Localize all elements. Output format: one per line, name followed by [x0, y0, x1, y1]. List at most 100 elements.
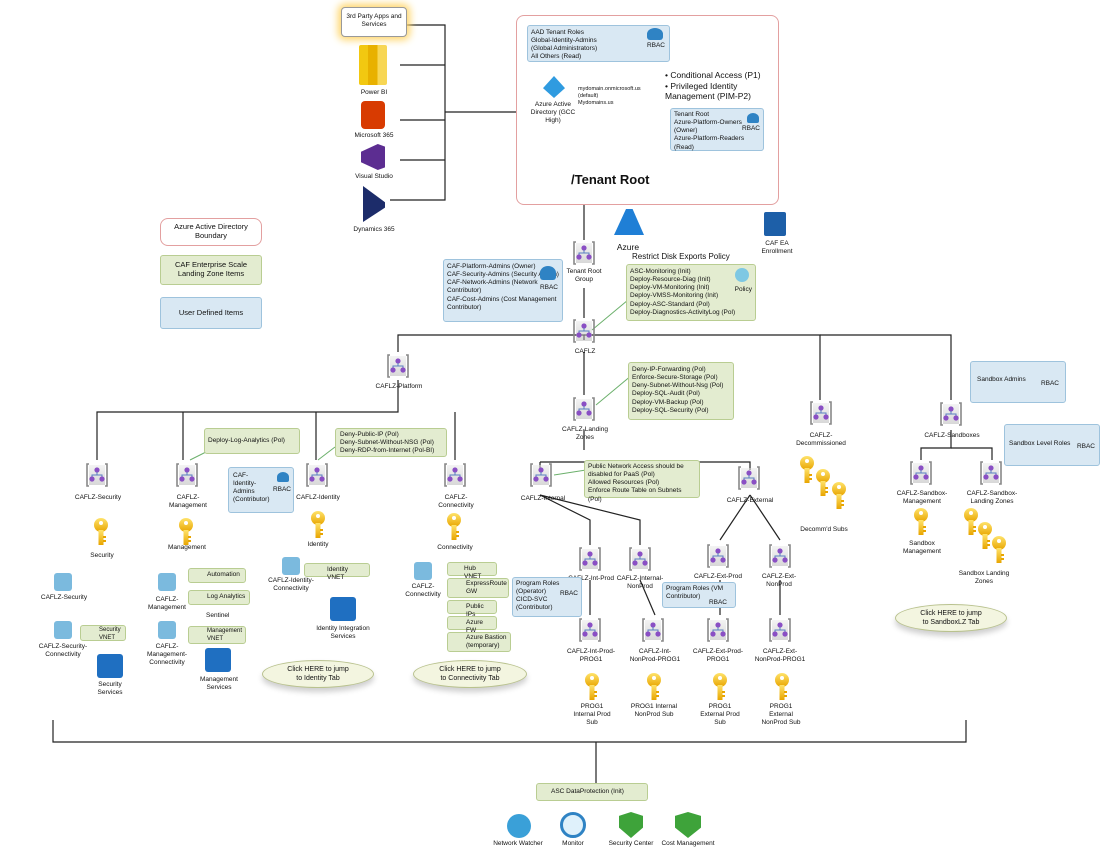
- decom-sub-key-icon[interactable]: [814, 468, 832, 498]
- ext-nonprod-prog-icon[interactable]: [769, 617, 791, 643]
- sb-lz-sub-label: Sandbox Landing Zones: [958, 570, 1010, 585]
- tr-role-2: (Owner): [674, 127, 698, 135]
- aad-role-3: All Others (Read): [531, 53, 582, 61]
- prog-role-3: CICD-SVC: [516, 596, 548, 604]
- prog-rbac-label: RBAC: [559, 590, 578, 597]
- prog-role-2: (Operator): [516, 588, 546, 596]
- internal-label: CAFLZ-Internal: [520, 495, 566, 502]
- users-icon: [277, 472, 289, 482]
- int-prod-sub-label: PROG1 Internal Prod Sub: [573, 703, 611, 726]
- trg-role-4: CAF-Cost-Admins (Cost Management Contrib…: [447, 295, 557, 311]
- cost-management-label: Cost Management: [661, 840, 715, 847]
- ext-nonprod-sub-key-icon[interactable]: [773, 672, 791, 702]
- decommissioned-icon[interactable]: [810, 400, 832, 426]
- trg-role-2: CAF-Security-Admins (Security Admin): [447, 271, 559, 279]
- sandbox-tab-link[interactable]: Click HERE to jump to SandboxLZ Tab: [895, 604, 1007, 632]
- identity-link-line-2: to Identity Tab: [296, 675, 340, 683]
- legend-caf-items: CAF Enterprise Scale Landing Zone Items: [160, 255, 262, 285]
- caflz-label: CAFLZ: [574, 348, 596, 355]
- security-mg-icon[interactable]: [86, 462, 108, 488]
- prog-role-4: (Contributor): [516, 604, 553, 612]
- connectivity-sub-label: Connectivity: [437, 544, 473, 551]
- users-icon: [540, 266, 556, 280]
- external-mg-icon[interactable]: [738, 465, 760, 491]
- connectivity-tab-link[interactable]: Click HERE to jump to Connectivity Tab: [413, 660, 527, 688]
- feature-pim: • Privileged Identity Management (PIM-P2…: [665, 80, 751, 102]
- lz-label: CAFLZ-Landing Zones: [562, 426, 608, 441]
- identity-link-line-1: Click HERE to jump: [287, 666, 349, 673]
- ext-prod-prog-icon[interactable]: [707, 617, 729, 643]
- asc-dataprotection: ASC DataProtection (Init): [536, 783, 648, 801]
- sb-lz-sub-key-icon[interactable]: [962, 507, 980, 537]
- sb-mgmt-sub-key-icon[interactable]: [912, 507, 930, 537]
- tr-role-title: Tenant Root: [674, 111, 710, 118]
- log-analytics-policy: Deploy-Log-Analytics (Pol): [204, 428, 300, 454]
- ext-prod-sub-key-icon[interactable]: [711, 672, 729, 702]
- id-rbac-label: RBAC: [272, 486, 291, 493]
- trg-policy-1: ASC-Monitoring (Init): [630, 268, 691, 275]
- landing-zones-icon[interactable]: [573, 396, 595, 422]
- ext-prod-icon[interactable]: [707, 543, 729, 569]
- identity-tab-link[interactable]: Click HERE to jump to Identity Tab: [262, 660, 374, 688]
- identity-sub-key-icon[interactable]: [309, 510, 327, 540]
- lz-policy-4: Deploy-SQL-Audit (Pol): [632, 390, 700, 398]
- policy-label: Policy: [734, 286, 752, 293]
- rg-cube-icon: [158, 573, 176, 591]
- connectivity-mg-label: CAFLZ-Connectivity: [438, 494, 474, 509]
- security-sub-label: Security: [90, 552, 114, 559]
- policy-links: [189, 299, 633, 476]
- decom-sub-key-icon[interactable]: [798, 455, 816, 485]
- sb-lz-sub-key-icon[interactable]: [976, 521, 994, 551]
- id-services-label: Identity Integration Services: [316, 625, 370, 640]
- int-nonprod-sub-key-icon[interactable]: [645, 672, 663, 702]
- int-prod-icon[interactable]: [579, 546, 601, 572]
- identity-services-icon: [330, 597, 356, 621]
- users-icon: [747, 113, 759, 123]
- rg-cube-icon: [54, 621, 72, 639]
- aad-domains: mydomain.onmicrosoft.us (default) Mydoma…: [578, 86, 658, 107]
- caflz-icon[interactable]: [573, 318, 595, 344]
- platform-icon[interactable]: [387, 353, 409, 379]
- int-prod-label: CAFLZ-Int-Prod: [568, 575, 614, 582]
- platform-label: CAFLZ-Platform: [375, 383, 423, 390]
- sandbox-level-roles: Sandbox Level Roles RBAC: [1004, 424, 1100, 466]
- identity-mg-icon[interactable]: [306, 462, 328, 488]
- d365-label: Dynamics 365: [353, 226, 395, 233]
- sec-conn-label: CAFLZ-Security-Connectivity: [38, 643, 88, 658]
- trg-policy-5: Deploy-ASC-Standard (Pol): [630, 300, 710, 308]
- int-prod-sub-key-icon[interactable]: [583, 672, 601, 702]
- sb-mgmt-label: CAFLZ-Sandbox-Management: [896, 490, 948, 505]
- sb-mgmt-icon[interactable]: [910, 460, 932, 486]
- public-ips: Public IPs: [447, 600, 497, 618]
- connectivity-mg-icon[interactable]: [444, 462, 466, 488]
- third-party-apps-box: 3rd Party Apps and Services: [341, 7, 407, 37]
- internal-mg-icon[interactable]: [530, 462, 552, 488]
- sb-lz-icon[interactable]: [980, 460, 1002, 486]
- connectivity-sub-key-icon[interactable]: [445, 512, 463, 542]
- int-nonprod-prog-icon[interactable]: [642, 617, 664, 643]
- program-roles-1: Program Roles (Operator) CICD-SVC (Contr…: [512, 577, 582, 617]
- identity-admins-rbac: CAF-Identity-Admins (Contributor) RBAC: [228, 467, 294, 513]
- er-gw: ExpressRoute GW: [447, 578, 509, 598]
- aad-roles-title: AAD Tenant Roles: [531, 29, 584, 36]
- sandboxes-icon[interactable]: [940, 401, 962, 427]
- int-nonprod-icon[interactable]: [629, 546, 651, 572]
- management-sub-key-icon[interactable]: [177, 517, 195, 547]
- management-mg-icon[interactable]: [176, 462, 198, 488]
- lz-policy-3: Deny-Subnet-Without-Nsg (Pol): [632, 382, 724, 390]
- tenant-root-group-icon[interactable]: [573, 240, 595, 266]
- prog2-rbac-label: RBAC: [708, 599, 727, 606]
- security-sub-key-icon[interactable]: [92, 517, 110, 547]
- ext-prod-sub-label: PROG1 External Prod Sub: [700, 703, 740, 726]
- trg-label: Tenant Root Group: [566, 268, 602, 283]
- connectivity-link-line-2: to Connectivity Tab: [440, 675, 500, 683]
- int-policy-1: Public Network Access should be disabled…: [588, 463, 684, 479]
- int-prod-prog-label: CAFLZ-Int-Prod-PROG1: [566, 648, 616, 663]
- id-admins-role: CAF-Identity-Admins (Contributor): [233, 472, 270, 504]
- decom-sub-key-icon[interactable]: [830, 481, 848, 511]
- int-prod-prog-icon[interactable]: [579, 617, 601, 643]
- internal-policies: Public Network Access should be disabled…: [584, 460, 700, 503]
- ext-nonprod-icon[interactable]: [769, 543, 791, 569]
- identity-sub-label: Identity: [307, 541, 329, 548]
- sb-lz-sub-key-icon[interactable]: [990, 535, 1008, 565]
